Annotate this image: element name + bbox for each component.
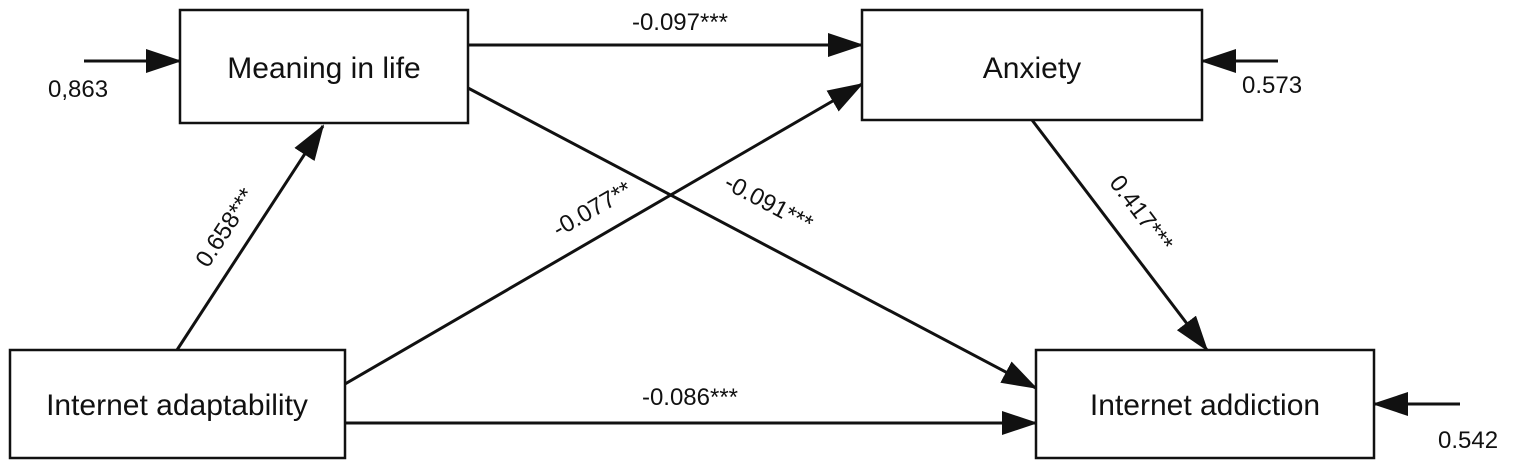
node-internet-addiction: Internet addiction bbox=[1034, 348, 1376, 460]
node-label-anxiety: Anxiety bbox=[983, 52, 1081, 85]
coef-anxiety-to-addiction: 0.417*** bbox=[1104, 170, 1179, 257]
node-meaning-in-life: Meaning in life bbox=[178, 8, 470, 125]
node-anxiety: Anxiety bbox=[860, 8, 1204, 122]
node-internet-adaptability: Internet adaptability bbox=[8, 348, 347, 460]
coef-meaning-to-anxiety: -0.097*** bbox=[632, 9, 728, 36]
coef-adaptability-to-addiction: -0.086*** bbox=[642, 384, 738, 411]
residual-label-addiction: 0.542 bbox=[1438, 427, 1498, 454]
arrow-adaptability-to-meaning bbox=[175, 124, 325, 351]
arrow-adaptability-to-anxiety bbox=[344, 82, 864, 386]
node-label-adaptability: Internet adaptability bbox=[46, 389, 308, 422]
coef-adaptability-to-meaning: 0.658*** bbox=[190, 184, 261, 273]
residual-label-meaning: 0,863 bbox=[48, 76, 108, 103]
node-label-addiction: Internet addiction bbox=[1090, 389, 1320, 422]
residual-label-anxiety: 0.573 bbox=[1242, 72, 1302, 99]
arrow-meaning-to-addiction bbox=[467, 86, 1038, 390]
coef-adaptability-to-anxiety: -0.077** bbox=[548, 176, 637, 243]
arrow-anxiety-to-addiction bbox=[1030, 119, 1209, 352]
node-label-meaning: Meaning in life bbox=[227, 52, 420, 85]
